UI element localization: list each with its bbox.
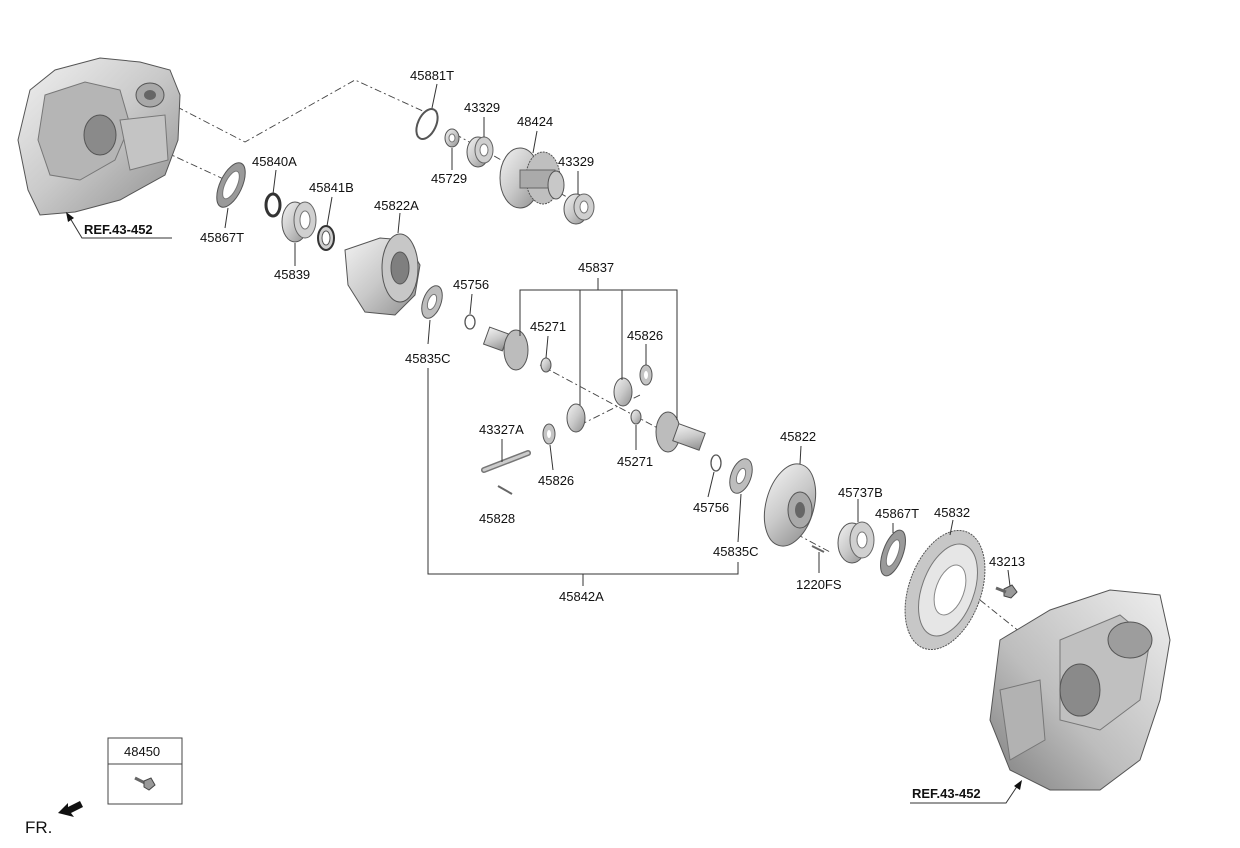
ring-45881T	[415, 108, 439, 140]
bearing-45737B	[837, 521, 875, 564]
label-45867T-left: 45867T	[200, 230, 244, 245]
washer-45271-top	[540, 357, 552, 373]
part-labels: 45881T 43329 48424 43329 45729 45840A 45…	[84, 68, 1025, 801]
label-45729: 45729	[431, 171, 467, 186]
bearing-race-45729	[444, 128, 460, 148]
label-45839: 45839	[274, 267, 310, 282]
label-45271-bottom: 45271	[617, 454, 653, 469]
label-45271-top: 45271	[530, 319, 566, 334]
label-fr: FR.	[25, 818, 52, 837]
pinion-gear-upper	[613, 377, 633, 407]
label-45881T: 45881T	[410, 68, 454, 83]
washer-45835C-right	[729, 458, 753, 494]
label-43213: 43213	[989, 554, 1025, 569]
label-45822A: 45822A	[374, 198, 419, 213]
label-48450: 48450	[124, 744, 160, 759]
ref-label-top-left: REF.43-452	[84, 222, 153, 237]
washer-45826-top	[639, 364, 653, 386]
shim-45867T-right	[880, 529, 906, 577]
label-45756-right: 45756	[693, 500, 729, 515]
label-45842A: 45842A	[559, 589, 604, 604]
label-45826-top: 45826	[627, 328, 663, 343]
ring-45756-right	[710, 454, 722, 472]
transmission-case-right	[989, 589, 1171, 791]
pin-43327A	[481, 450, 531, 473]
label-45867T-right: 45867T	[875, 506, 919, 521]
ring-45756-left	[464, 314, 476, 330]
seal-45840A	[264, 192, 282, 218]
ring-gear-45832	[904, 529, 986, 651]
label-45826-bottom: 45826	[538, 473, 574, 488]
seal-45841B	[317, 225, 335, 251]
label-43329-right: 43329	[558, 154, 594, 169]
bolt-43213	[995, 584, 1018, 599]
inset-box-48450: 48450	[107, 737, 183, 805]
label-43327A: 43327A	[479, 422, 524, 437]
pinion-gear-lower	[566, 403, 586, 433]
label-43329-top: 43329	[464, 100, 500, 115]
label-45835C-right: 45835C	[713, 544, 759, 559]
side-gear-45837-left	[482, 326, 529, 371]
label-45835C-left: 45835C	[405, 351, 451, 366]
label-48424: 48424	[517, 114, 553, 129]
bearing-43329-top	[466, 136, 494, 168]
label-45756-left: 45756	[453, 277, 489, 292]
bolt-icon	[134, 776, 156, 791]
label-45828: 45828	[479, 511, 515, 526]
front-arrow-icon	[58, 801, 83, 817]
washer-45835C-left	[421, 285, 443, 319]
label-45737B: 45737B	[838, 485, 883, 500]
washer-45826-bottom	[542, 423, 556, 445]
label-1220FS: 1220FS	[796, 577, 842, 592]
label-45822: 45822	[780, 429, 816, 444]
pin-1220FS	[811, 545, 825, 553]
differential-case-45822A	[344, 233, 421, 316]
gear-48424	[499, 147, 565, 209]
shim-45867T-left	[216, 162, 246, 208]
transmission-case-left	[17, 57, 181, 216]
front-direction-indicator: FR.	[25, 801, 83, 837]
bearing-43329-right	[563, 193, 595, 225]
label-45832: 45832	[934, 505, 970, 520]
washer-45271-bottom	[630, 409, 642, 425]
label-45841B: 45841B	[309, 180, 354, 195]
label-45837: 45837	[578, 260, 614, 275]
ref-label-bottom-right: REF.43-452	[912, 786, 981, 801]
pin-45828	[497, 485, 513, 495]
label-45840A: 45840A	[252, 154, 297, 169]
bearing-45839	[281, 201, 317, 243]
side-gear-45837-right	[655, 411, 706, 453]
differential-case-45822	[763, 463, 817, 547]
leader-lines	[66, 83, 1022, 804]
